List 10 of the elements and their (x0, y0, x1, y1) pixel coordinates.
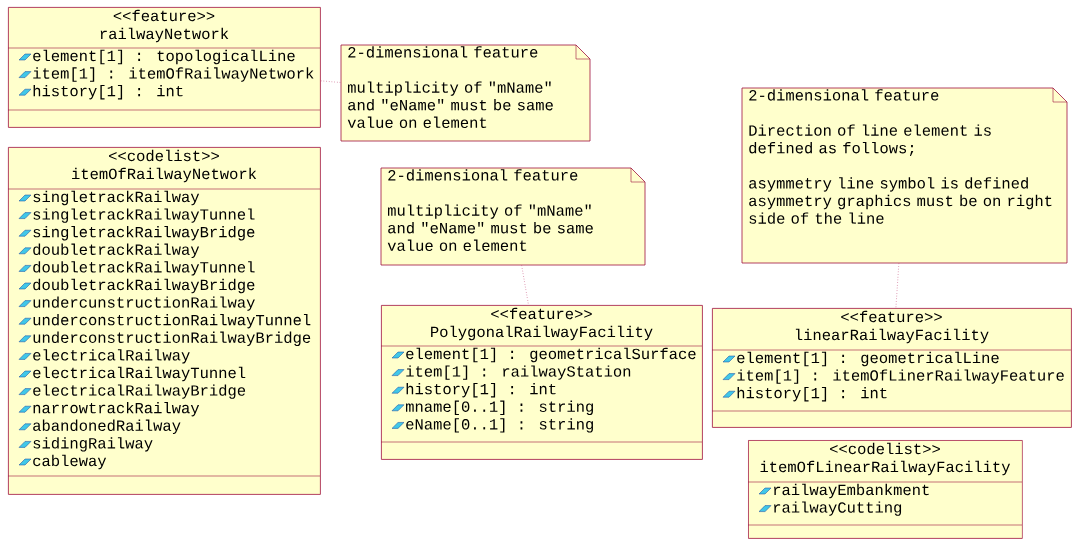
note-link (521, 265, 529, 306)
note-box: 2-dimensional feature multiplicity of "mName" and "eName" must be same value on element (380, 167, 646, 266)
note-box: 2-dimensional feature Direction of line element is defined as follows; asymmetry line symbol is defined asymmetry graphics must be on right side of the line (741, 87, 1068, 264)
class-box: <<codelist>> itemOfLinearRailwayFacility railwayEmbankment railwayCutting (747, 440, 1023, 539)
class-box: <<feature>> railwayNetwork element[1] : topologicalLine item[1] : itemOfRailwayNetwork history[1] : int (7, 7, 321, 128)
class-box: <<feature>> linearRailwayFacility element[1] : geometricalLine item[1] : itemOfLinerRailwayFeature history[1] : int (711, 308, 1072, 428)
class-box: <<feature>> PolygonalRailwayFacility element[1] : geometricalSurface item[1] : railwayStation history[1] : int mname[0..1] : string eName[0..1] : string (380, 305, 703, 460)
note-box: 2-dimensional feature multiplicity of "mName" and "eName" must be same value on element (340, 44, 591, 142)
note-link (895, 263, 900, 309)
class-box: <<codelist>> itemOfRailwayNetwork singletrackRailway singletrackRailwayTunnel singletrackRailwayBridge doubletrackRailway doubletrackRailwayTunnel doubletrackRailwayBridge undercunstructionRailway underconstructionRailwayTunnel underconstructionRailwayBridge electricalRailway electricalRailwayTunnel electricalRailwayBridge narrowtrackRailway abandonedRailway sidingRailway cableway (7, 147, 321, 495)
